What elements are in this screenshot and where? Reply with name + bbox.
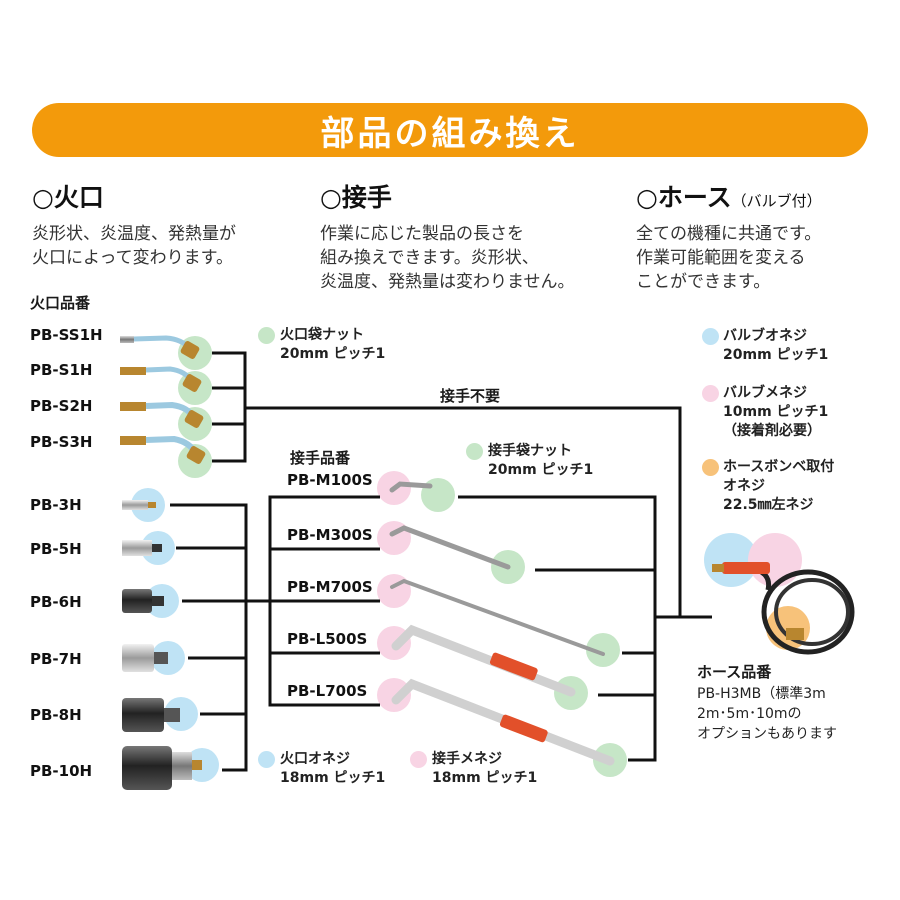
joint-code: PB-L500S [287, 630, 368, 648]
joint-section-title: ○接手 [320, 183, 392, 212]
legend-valve-male: バルブオネジ 20mm ピッチ1 [723, 328, 829, 363]
joint-code: PB-M300S [287, 526, 373, 544]
handle [489, 652, 538, 681]
pink-legend-dot [410, 751, 427, 768]
title-banner: 部品の組み換え [32, 103, 868, 157]
valve-body [722, 562, 770, 574]
burner-code: PB-S2H [30, 397, 93, 415]
burner-code: PB-S3H [30, 433, 93, 451]
burner-code: PB-SS1H [30, 326, 103, 344]
hose-codes-label: ホース品番 [697, 663, 772, 681]
green-legend-dot [258, 327, 275, 344]
blue-legend-dot [258, 751, 275, 768]
green-circle [421, 478, 455, 512]
banner-title: 部品の組み換え [320, 113, 580, 154]
pink-circle [377, 574, 411, 608]
joint-codes-label: 接手品番 [290, 449, 351, 467]
hose-section-title: ○ホース（バルブ付） [636, 178, 822, 214]
hose-title-main: ○ホース [636, 183, 732, 212]
legend-joint-female: 接手メネジ 18mm ピッチ1 [432, 751, 538, 786]
burner-code: PB-S1H [30, 361, 93, 379]
pink-legend-dot [702, 385, 719, 402]
burner-nozzles-straight [122, 500, 202, 790]
legend-burner-screw: 火口オネジ 18mm ピッチ1 [280, 751, 386, 786]
legend-hose-mount: ホースボンベ取付 オネジ 22.5㎜左ネジ [723, 459, 835, 513]
joint-code: PB-L700S [287, 682, 368, 700]
pink-circle [377, 678, 411, 712]
connection-lines [170, 351, 712, 772]
joint-code: PB-M700S [287, 578, 373, 596]
hose-section-description: 全ての機種に共通です。 作業可能範囲を変える ことができます。 [636, 224, 822, 292]
hose-coil [712, 562, 855, 655]
burner-codes-label: 火口品番 [30, 294, 91, 312]
legend-valve-female: バルブメネジ 10mm ピッチ1 （接着剤必要） [723, 385, 829, 439]
hose-info: PB-H3MB（標準3m 2m･5m･10mの オプションもあります [697, 686, 837, 742]
burner-section-title: ○火口 [32, 183, 104, 212]
burner-code: PB-6H [30, 593, 82, 611]
green-legend-dot [466, 443, 483, 460]
burner-code: PB-3H [30, 496, 82, 514]
burner-code: PB-5H [30, 540, 82, 558]
burner-code: PB-10H [30, 762, 93, 780]
blue-circle [164, 697, 198, 731]
burner-code: PB-7H [30, 650, 82, 668]
handle [499, 714, 548, 743]
green-circle [586, 633, 620, 667]
orange-legend-dot [702, 459, 719, 476]
joint-section-description: 作業に応じた製品の長さを 組み換えできます。炎形状、 炎温度、発熱量は変わりませ… [320, 224, 575, 292]
joint-code: PB-M100S [287, 471, 373, 489]
burner-section-description: 炎形状、炎温度、発熱量が 火口によって変わります。 [32, 224, 236, 268]
joint-not-needed-label: 接手不要 [440, 387, 501, 405]
legend-burner-nut: 火口袋ナット 20mm ピッチ1 [280, 327, 386, 362]
legend-joint-nut: 接手袋ナット 20mm ピッチ1 [488, 443, 594, 478]
burner-nozzles-curved [120, 335, 206, 464]
hose-title-sub: （バルブ付） [731, 192, 822, 210]
blue-legend-dot [702, 328, 719, 345]
pink-circle [748, 533, 802, 587]
burner-code: PB-8H [30, 706, 82, 724]
joint-pipes [389, 481, 615, 766]
